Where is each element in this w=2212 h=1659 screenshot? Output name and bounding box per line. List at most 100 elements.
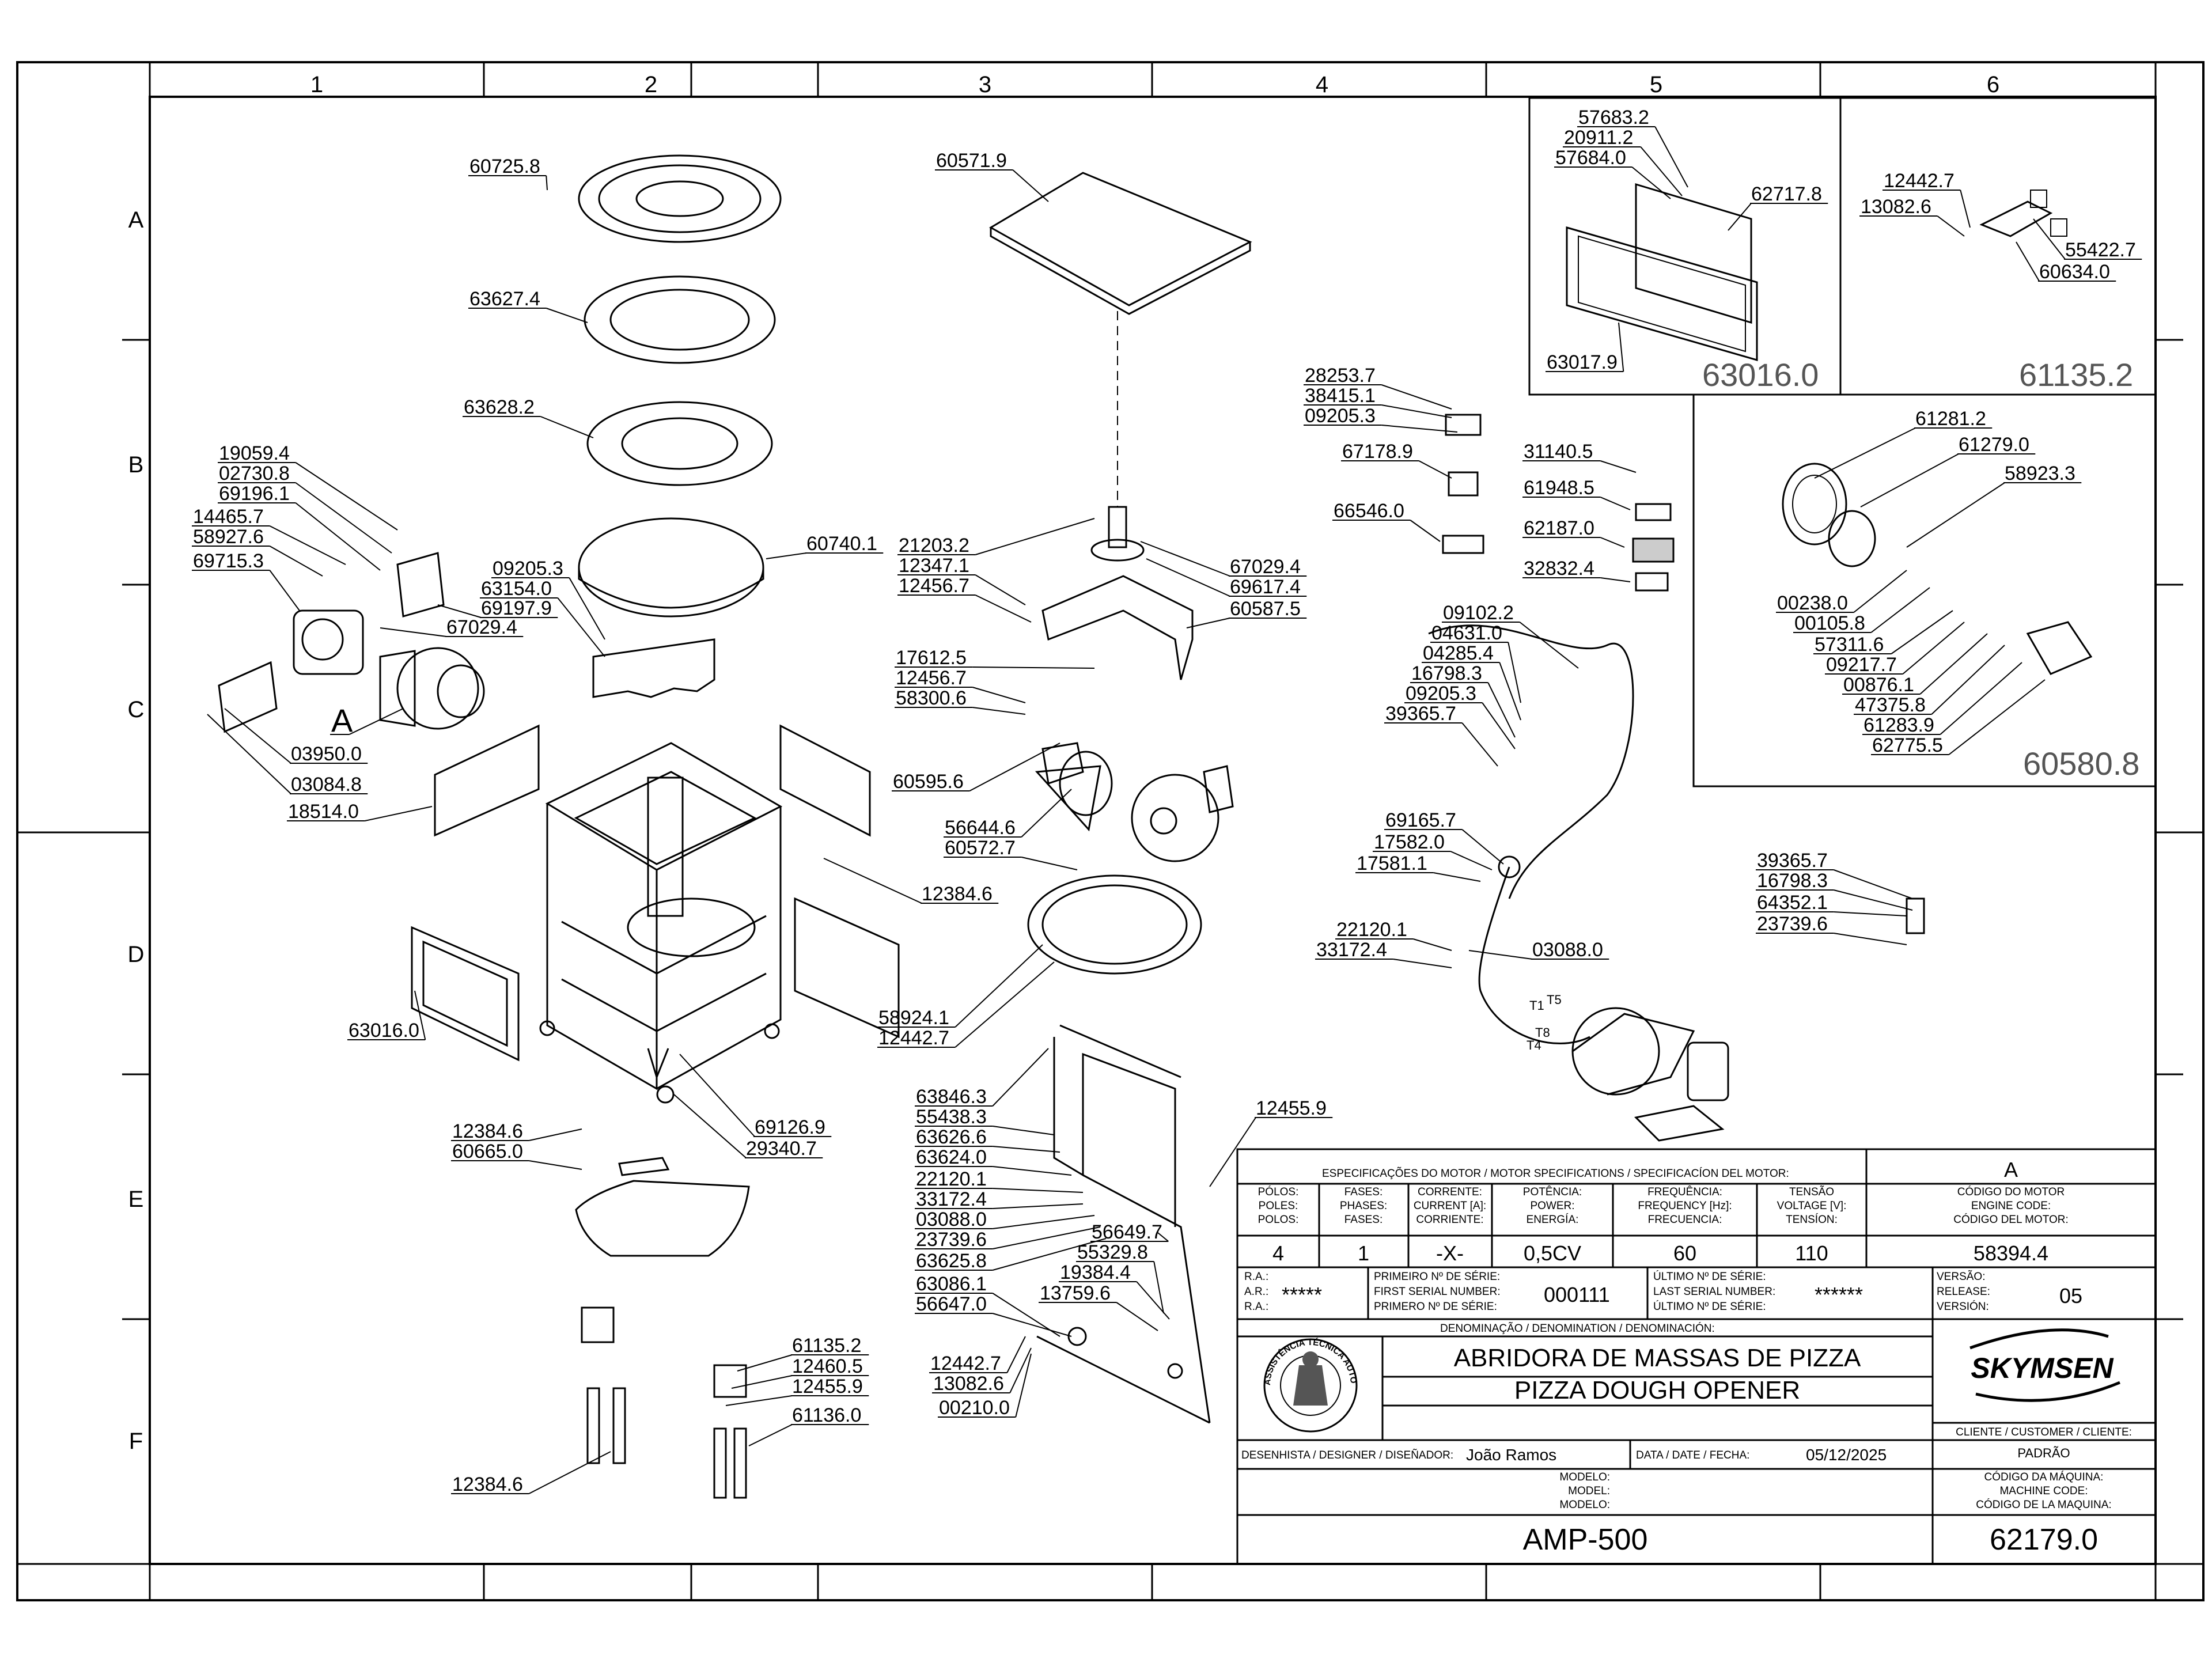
date-value: 05/12/2025: [1806, 1446, 1887, 1464]
callout-leader: [1728, 203, 1752, 231]
outer-frame: [16, 61, 2205, 1601]
first-serial-label-1: PRIMEIRO Nº DE SÉRIE:: [1374, 1271, 1500, 1283]
spec-header-label: ENERGÍA:: [1527, 1214, 1579, 1226]
inset-61135: 61135.2: [1839, 97, 2157, 396]
callout-leader: [1948, 679, 2046, 755]
callout-center-group-6: 60587.5: [1186, 598, 1307, 628]
side-panel-right-back: [779, 724, 871, 837]
callout-label: 19384.4: [1060, 1262, 1131, 1283]
callout-inset-60580-3: 00238.0: [1776, 570, 1907, 614]
callout-label: 29340.7: [746, 1138, 817, 1160]
callout-center-group-4: 67029.4: [1140, 541, 1307, 578]
callout-leader: [546, 175, 548, 191]
callout-label: 63626.6: [916, 1126, 987, 1148]
first-serial-label-3: PRIMERO Nº DE SÉRIE:: [1374, 1301, 1497, 1313]
callout-inset-60580-10: 62775.5: [1871, 679, 2046, 756]
spec-header-label: PHASES:: [1340, 1200, 1387, 1212]
motor-spec-title: ESPECIFICAÇÕES DO MOTOR / MOTOR SPECIFIC…: [1322, 1167, 1789, 1180]
side-panel-left-front: [411, 926, 520, 1062]
grid-col-1: 1: [310, 72, 323, 97]
callout-label: 00210.0: [939, 1397, 1010, 1419]
callout-leader: [1006, 1336, 1026, 1373]
callout-inset-60580-4: 00105.8: [1793, 587, 1930, 634]
callout-label: 63627.4: [469, 288, 540, 310]
callout-label: 21203.2: [899, 535, 969, 556]
callout-inset-60580-2: 58923.3: [1906, 463, 2082, 548]
spec-value: 0,5CV: [1524, 1241, 1581, 1265]
callout-leader: [673, 1094, 747, 1158]
callout-label: 13759.6: [1040, 1282, 1111, 1304]
callout-left-group-0: 60725.8: [468, 156, 548, 191]
callout-leader: [1410, 520, 1441, 542]
callout-leader: [1891, 610, 1953, 654]
designer-value: João Ramos: [1466, 1446, 1556, 1464]
callout-electrical-group-24: 23739.6: [1756, 913, 1907, 945]
callout-inset-63016-0: 57683.2: [1577, 107, 1688, 188]
spec-header-label: VOLTAGE [V]:: [1777, 1200, 1847, 1212]
callout-bottom-group-15: 56647.0: [915, 1293, 1072, 1337]
callout-label: 04631.0: [1431, 622, 1502, 644]
callout-label: 69126.9: [755, 1116, 825, 1138]
callout-center-group-15: 12442.7: [877, 961, 1055, 1049]
grid-col-6: 6: [1987, 72, 1999, 97]
machine-code-label-2: MACHINE CODE:: [1999, 1485, 2088, 1497]
callout-label: 61279.0: [1959, 434, 2029, 456]
callout-leader: [993, 1166, 1072, 1176]
callout-leader: [955, 961, 1055, 1048]
callout-label: 62717.8: [1751, 183, 1822, 205]
callout-label: 61281.2: [1915, 408, 1986, 430]
shaft-bracket-60587-5: [1041, 506, 1194, 680]
callout-leader: [1393, 959, 1452, 968]
callout-inset-63016-1: 20911.2: [1563, 127, 1683, 196]
callout-electrical-group-10: 04631.0: [1430, 622, 1521, 703]
bracket-top-left: [581, 1306, 615, 1343]
spec-col-3: POTÊNCIA:POWER:ENERGÍA:0,5CV: [1523, 1185, 1582, 1265]
callout-bottom-group-4: 12384.6: [451, 1451, 611, 1495]
spec-header-label: POTÊNCIA:: [1523, 1185, 1582, 1198]
callout-bottom-group-19: 13759.6: [1039, 1282, 1158, 1331]
motor-spec-table: PÓLOS:POLES:POLOS:4FASES:PHASES:FASES:1C…: [1258, 1185, 2069, 1265]
callout-leader: [1600, 497, 1631, 510]
callout-left-group-14: A: [330, 702, 404, 738]
callout-label: 61135.2: [792, 1335, 861, 1357]
callout-leader: [1381, 384, 1452, 410]
callout-label: 56647.0: [916, 1293, 987, 1315]
ra-label-1: R.A.:: [1244, 1271, 1268, 1283]
model-label-3: MODELO:: [1559, 1499, 1610, 1511]
callout-leader: [737, 1354, 793, 1372]
spec-value: -X-: [1436, 1241, 1464, 1265]
callout-label: 57683.2: [1578, 107, 1649, 128]
callout-label: 12442.7: [1884, 170, 1955, 192]
callout-label: 04285.4: [1423, 642, 1494, 664]
callout-left-group-15: 03950.0: [224, 708, 368, 765]
callout-label: 63017.9: [1547, 351, 1618, 373]
callout-label: 63625.8: [916, 1250, 987, 1272]
version-value: 05: [2059, 1284, 2082, 1308]
title-block: [1236, 1148, 2157, 1565]
callout-label: A: [331, 702, 353, 738]
callout-leader: [207, 714, 291, 794]
callout-bottom-group-2: 12455.9: [725, 1376, 869, 1406]
callout-leader: [546, 308, 588, 323]
callout-electrical-group-0: 28253.7: [1304, 365, 1452, 410]
callout-leader: [975, 594, 1032, 623]
callout-label: 63628.2: [464, 396, 535, 418]
callout-leader: [295, 482, 392, 554]
callout-label: 02730.8: [219, 463, 290, 484]
callout-electrical-group-22: 16798.3: [1756, 870, 1913, 911]
callout-label: 00876.1: [1843, 674, 1914, 696]
callout-center-group-14: 58924.1: [877, 944, 1043, 1029]
callout-leader: [766, 552, 807, 559]
spec-col-2: CORRENTE:CURRENT [A]:CORRIENTE:-X-: [1414, 1186, 1486, 1265]
designer-label: DESENHISTA / DESIGNER / DISEÑADOR:: [1241, 1449, 1453, 1461]
spec-col-4: FREQUÊNCIA:FREQUENCY [Hz]:FRECUENCIA:60: [1638, 1185, 1732, 1265]
callout-bottom-group-18: 19384.4: [1059, 1262, 1170, 1320]
callout-bottom-group-22: 00210.0: [938, 1353, 1032, 1419]
callout-leader: [1450, 851, 1493, 870]
motor-terminal-labels: T1 T5 T8 T4: [1527, 993, 1562, 1052]
callout-label: 33172.4: [916, 1188, 987, 1210]
callout-leader: [1009, 1347, 1032, 1393]
callout-inset-63016-3: 62717.8: [1728, 183, 1828, 231]
callout-electrical-group-6: 66546.0: [1332, 500, 1441, 542]
